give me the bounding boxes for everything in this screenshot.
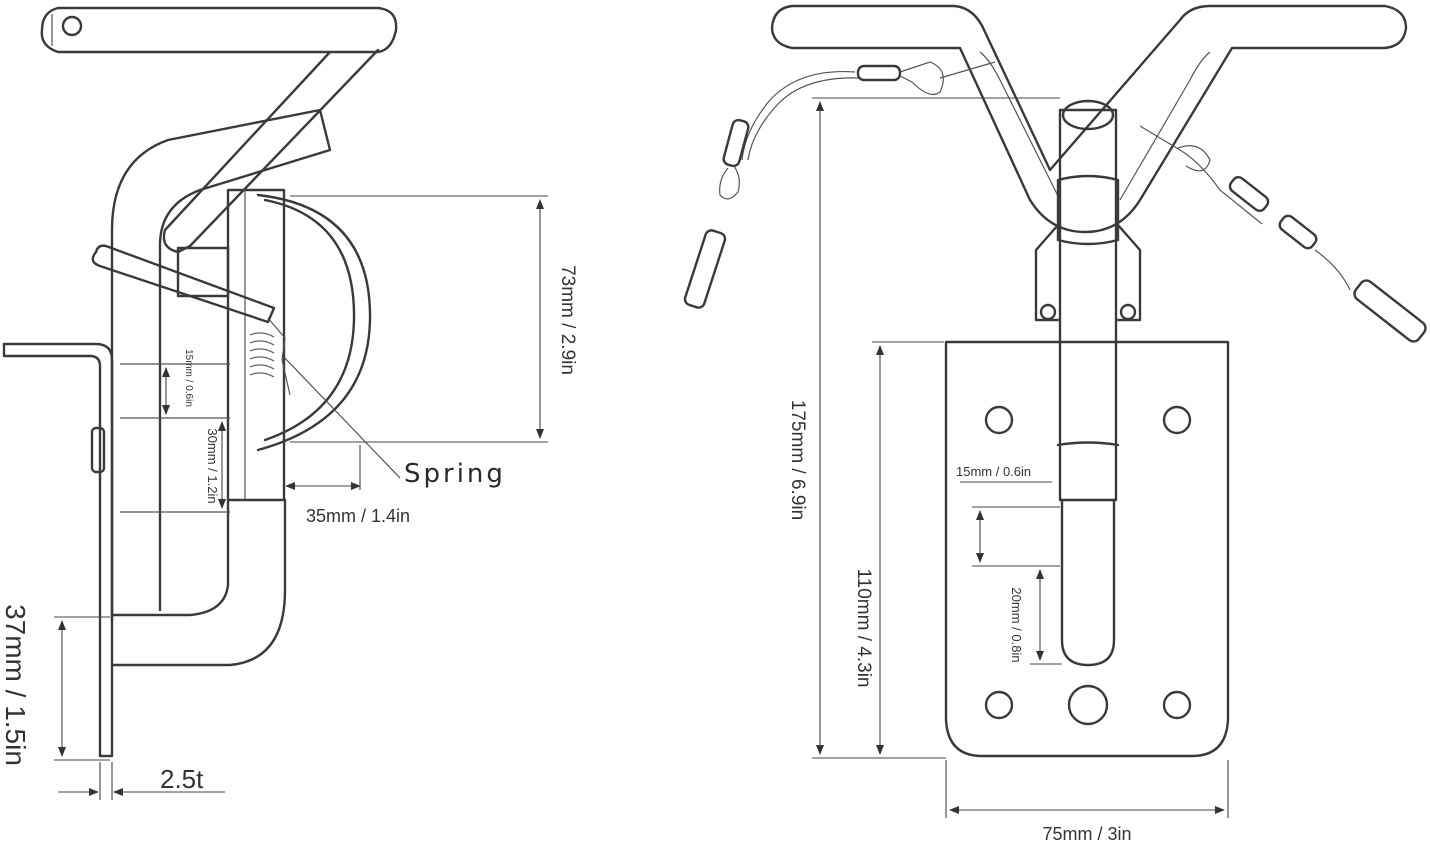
front-handle <box>770 4 1408 234</box>
front-pin-end <box>1060 498 1116 667</box>
front-view <box>683 4 1427 758</box>
front-dimension-lines <box>812 97 1229 818</box>
label-width-75: 75mm / 3in <box>1042 824 1131 844</box>
label-width-35: 35mm / 1.4in <box>306 506 410 526</box>
label-thickness: 2.5t <box>160 764 204 794</box>
side-pin <box>91 244 276 324</box>
right-cable <box>1139 125 1427 343</box>
side-handle-hole <box>61 15 83 37</box>
label-height-175: 175mm / 6.9in <box>787 400 808 520</box>
side-spring-guard <box>256 193 372 452</box>
side-handle-diagonal <box>162 48 380 254</box>
side-pin-block <box>176 246 230 298</box>
label-pin-30: 30mm / 1.2in <box>205 428 220 503</box>
label-height-73: 73mm / 2.9in <box>557 265 578 375</box>
plate-hole <box>984 690 1014 720</box>
side-flange <box>2 342 114 758</box>
front-post <box>1058 108 1118 502</box>
label-pin-15-right: 15mm / 0.6in <box>956 464 1031 479</box>
side-lower-bend <box>110 498 287 667</box>
side-handle-top <box>40 6 398 54</box>
plate-hole <box>1162 405 1192 435</box>
label-pin-20: 20mm / 0.8in <box>1009 587 1024 662</box>
label-pin-15-left: 15mm / 0.6in <box>183 349 194 407</box>
left-cable <box>683 61 996 309</box>
side-bracket-curve <box>110 108 322 622</box>
spring-coil <box>249 317 291 396</box>
label-height-110: 110mm / 4.3in <box>853 569 874 688</box>
label-height-37: 37mm / 1.5in <box>0 604 31 766</box>
side-view <box>2 6 398 758</box>
side-sleeve <box>226 188 286 502</box>
plate-hole <box>1162 690 1192 720</box>
plate-hole-large <box>1067 684 1109 726</box>
plate-hole <box>984 405 1014 435</box>
side-dimension-lines <box>54 195 548 800</box>
front-base-plate <box>944 340 1230 758</box>
label-spring: Spring <box>404 459 506 489</box>
